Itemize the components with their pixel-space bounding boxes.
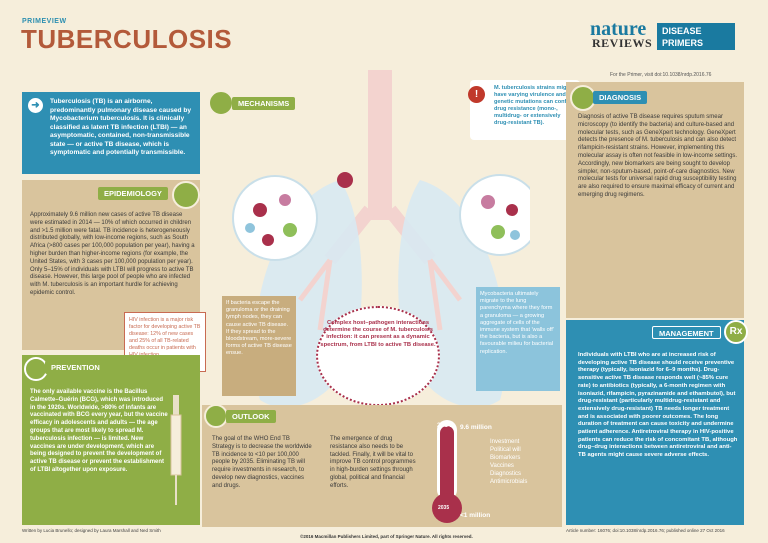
thermo-top-year: 2014: [437, 422, 452, 429]
epidemiology-heading: EPIDEMIOLOGY: [98, 187, 168, 200]
intro-box: ➜ Tuberculosis (TB) is an airborne, pred…: [22, 92, 200, 174]
intro-text: Tuberculosis (TB) is an airborne, predom…: [50, 98, 192, 156]
globe-icon: [172, 181, 200, 209]
copyright: ©2016 Macmillan Publishers Limited, part…: [300, 534, 473, 539]
thermo-bottom-year: 2035: [438, 505, 450, 511]
credit-line: Written by Lucia Brunello; designed by L…: [22, 528, 161, 533]
mycobacteria-callout: Mycobacteria ultimately migrate to the l…: [476, 287, 560, 391]
complex-interactions-callout: Complex host–pathogen interactions deter…: [316, 306, 440, 406]
list-item: Political will: [490, 447, 521, 453]
arrow-right-icon: ➜: [28, 98, 43, 113]
logo-nature: nature: [590, 18, 647, 40]
strains-text: M. tuberculosis strains might have varyi…: [494, 85, 572, 126]
nature-reviews-logo[interactable]: nature REVIEWS DISEASE PRIMERS: [590, 18, 742, 50]
logo-disease-primers: DISEASE PRIMERS: [657, 23, 735, 50]
page-title: TUBERCULOSIS: [21, 24, 233, 54]
diagnosis-panel: [566, 82, 744, 318]
management-panel: [566, 320, 744, 525]
complex-text: Complex host–pathogen interactions deter…: [320, 320, 436, 348]
list-item: Investment: [490, 439, 520, 445]
epidemiology-text: Approximately 9.6 million new cases of a…: [30, 212, 195, 296]
outlook-text-2: The emergence of drug resistance also ne…: [330, 436, 416, 489]
article-link[interactable]: Article number: 16076; doi:10.1038/nrdp.…: [566, 528, 725, 533]
prevention-text: The only available vaccine is the Bacill…: [30, 389, 168, 473]
primer-citation-link[interactable]: For the Primer, visit doi:10.1038/nrdp.2…: [610, 72, 712, 78]
granuloma-circle-right: [459, 174, 530, 256]
granuloma-circle-left: [232, 175, 318, 261]
prescription-icon: Rx: [724, 320, 748, 344]
syringe-icon: [170, 395, 182, 505]
outlook-list: Investment Political will Biomarkers Vac…: [490, 438, 560, 486]
magnifier-icon: [570, 85, 596, 111]
strains-callout: ! M. tuberculosis strains might have var…: [468, 80, 580, 140]
diagnosis-heading: DIAGNOSIS: [593, 91, 648, 104]
escape-callout: If bacteria escape the granuloma or the …: [222, 296, 296, 396]
prevention-panel: [22, 355, 200, 525]
list-item: Biomarkers: [490, 455, 521, 461]
outlook-heading: OUTLOOK: [226, 410, 276, 423]
list-item: Diagnostics: [490, 471, 522, 477]
list-item: Antimicrobials: [490, 479, 528, 485]
outlook-panel: [202, 405, 562, 527]
outlook-text-1: The goal of the WHO End TB Strategy is t…: [212, 436, 312, 489]
header: PRIMEVIEW TUBERCULOSIS nature REVIEWS DI…: [0, 0, 768, 64]
no-entry-icon: [24, 357, 48, 381]
thermo-top-value: 9.6 million: [460, 424, 492, 431]
bacterium-marker: [337, 172, 353, 188]
thermometer-icon: [432, 420, 462, 523]
diagnosis-text: Diagnosis of active TB disease requires …: [578, 114, 738, 198]
kicker: PRIMEVIEW: [22, 18, 67, 25]
binoculars-icon: [204, 404, 228, 428]
mechanisms-heading: MECHANISMS: [232, 97, 296, 110]
thermo-bottom-value: <1 million: [460, 512, 491, 519]
management-text: Individuals with LTBI who are at increas…: [578, 352, 738, 459]
management-heading: MANAGEMENT: [652, 326, 721, 339]
gears-icon: [208, 90, 234, 116]
exclamation-icon: !: [468, 86, 485, 103]
prevention-heading: PREVENTION: [45, 361, 106, 374]
list-item: Vaccines: [490, 463, 514, 469]
logo-reviews: REVIEWS: [592, 36, 653, 50]
